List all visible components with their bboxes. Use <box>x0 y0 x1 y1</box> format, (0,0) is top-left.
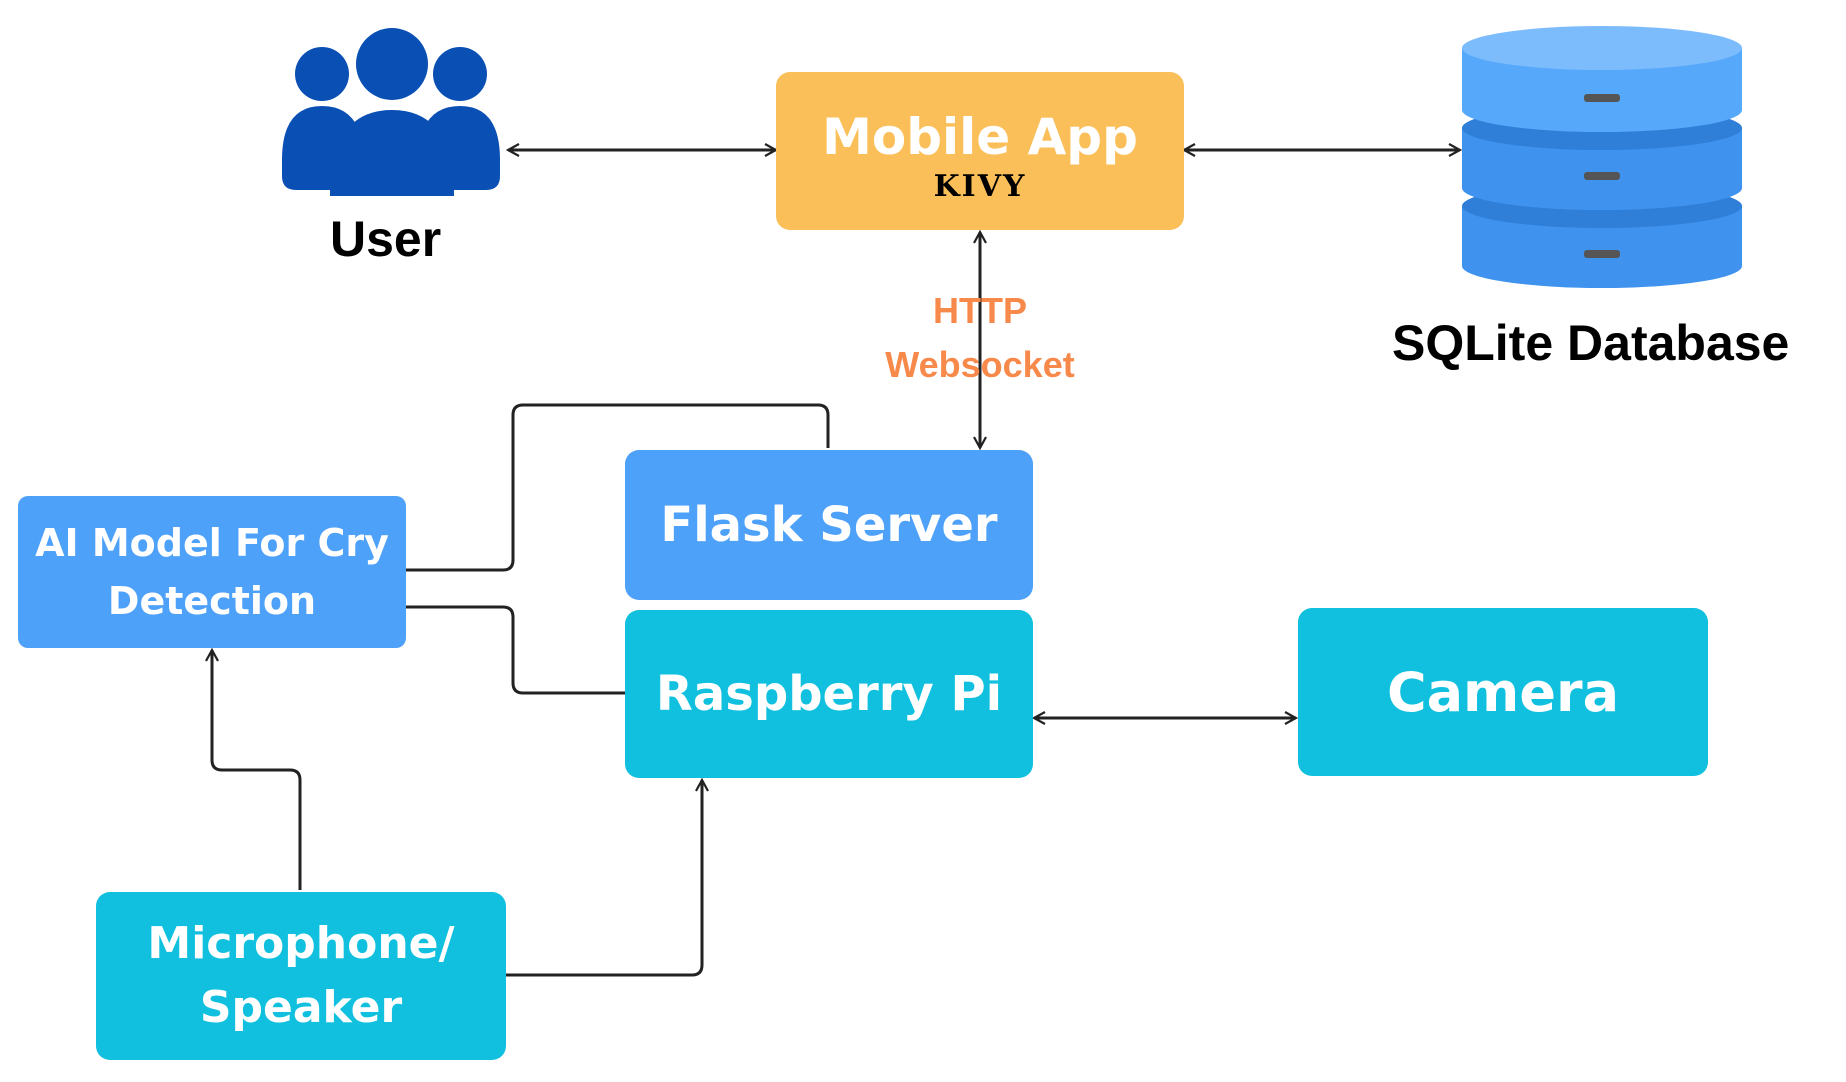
edge-microphone-raspberry-pi <box>506 780 702 977</box>
ai-model-node: AI Model For Cry Detection <box>18 496 406 648</box>
flask-server-label: Flask Server <box>660 497 998 553</box>
ai-model-label-line1: AI Model For Cry <box>35 521 389 565</box>
user-label: User <box>330 211 442 267</box>
edge-microphone-ai-model <box>212 650 302 890</box>
raspberry-pi-label: Raspberry Pi <box>655 666 1003 722</box>
protocol-label-websocket: Websocket <box>885 344 1075 385</box>
microphone-label-line1: Microphone/ <box>147 918 455 969</box>
kivy-label: KIVY <box>933 169 1027 204</box>
microphone-speaker-node: Microphone/ Speaker <box>96 892 506 1060</box>
raspberry-pi-node: Raspberry Pi <box>625 610 1033 778</box>
edge-ai-model-flask-server <box>406 403 830 572</box>
camera-node: Camera <box>1298 608 1708 776</box>
database-icon <box>1462 26 1742 288</box>
ai-model-label-line2: Detection <box>107 579 317 623</box>
protocol-label-http: HTTP <box>933 290 1027 331</box>
database-label: SQLite Database <box>1392 315 1790 371</box>
camera-label: Camera <box>1386 660 1620 724</box>
microphone-label-line2: Speaker <box>199 982 403 1033</box>
mobile-app-node: Mobile App KIVY <box>776 72 1184 230</box>
edge-ai-model-raspberry-pi <box>406 605 625 695</box>
users-group-icon <box>282 28 500 196</box>
mobile-app-title: Mobile App <box>822 108 1138 166</box>
flask-server-node: Flask Server <box>625 450 1033 600</box>
